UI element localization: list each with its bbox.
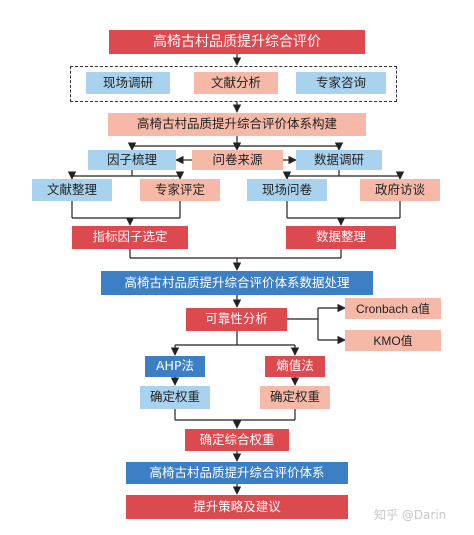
expert-evaluation: 专家评定 — [140, 179, 220, 201]
cronbach-alpha: Cronbach a值 — [345, 298, 441, 319]
strategy-suggestions: 提升策略及建议 — [126, 495, 348, 519]
final-evaluation-system: 高椅古村品质提升综合评价体系 — [126, 462, 348, 484]
determine-weight-entropy: 确定权重 — [260, 386, 330, 409]
indicator-selection: 指标因子选定 — [72, 226, 188, 249]
reliability-analysis: 可靠性分析 — [186, 308, 287, 331]
factor-sorting: 因子梳理 — [88, 150, 176, 170]
method-literature-analysis: 文献分析 — [194, 72, 278, 94]
determine-weight-ahp: 确定权重 — [140, 386, 210, 409]
combined-weight: 确定综合权重 — [185, 429, 289, 451]
government-interview: 政府访谈 — [360, 179, 440, 201]
questionnaire-source: 问卷来源 — [192, 150, 283, 170]
system-construction: 高椅古村品质提升综合评价体系构建 — [108, 113, 366, 136]
data-organizing: 数据整理 — [286, 226, 396, 249]
data-research: 数据调研 — [296, 150, 382, 170]
literature-review: 文献整理 — [32, 179, 112, 201]
diagram-title: 高椅古村品质提升综合评价 — [109, 30, 365, 54]
ahp-method: AHP法 — [145, 356, 205, 377]
methods-dashed-group — [70, 66, 397, 102]
entropy-method: 熵值法 — [265, 356, 325, 377]
data-processing: 高椅古村品质提升综合评价体系数据处理 — [101, 271, 373, 295]
method-field-research: 现场调研 — [86, 72, 170, 94]
field-questionnaire: 现场问卷 — [247, 179, 327, 201]
kmo-value: KMO值 — [345, 330, 441, 351]
watermark: 知乎 @Darin — [374, 508, 447, 522]
method-expert-consultation: 专家咨询 — [296, 72, 386, 94]
